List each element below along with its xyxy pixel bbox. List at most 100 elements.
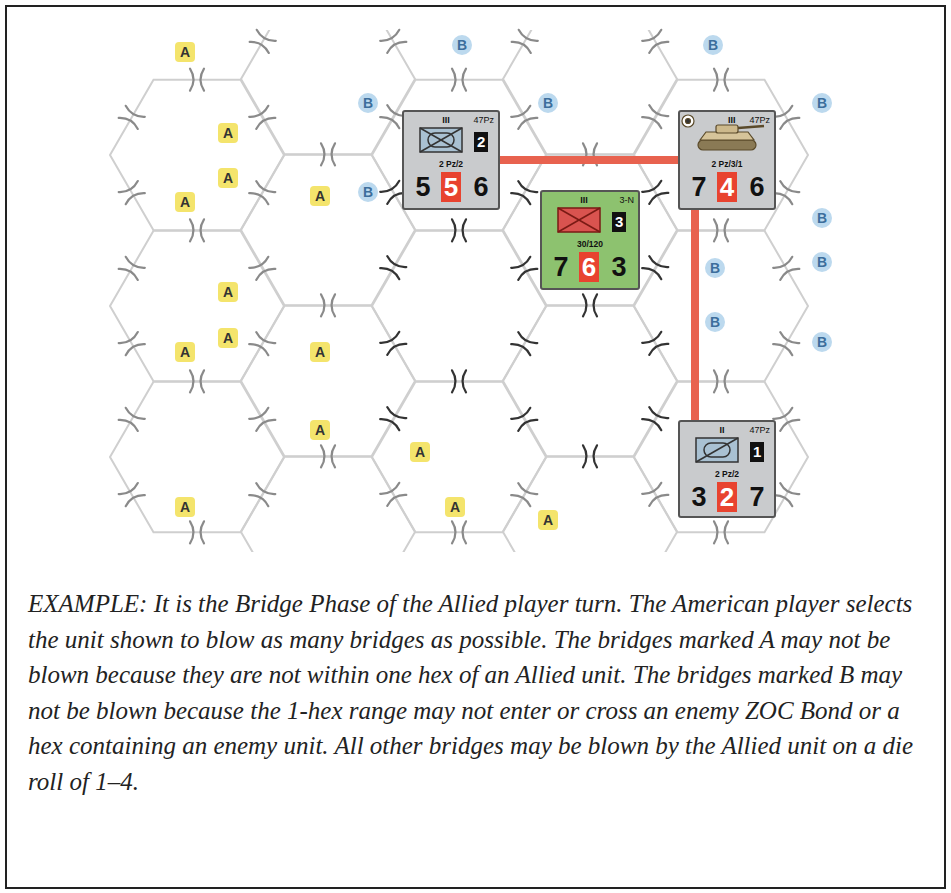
counter-num: 2 <box>474 132 488 152</box>
bridge-arc <box>714 521 718 543</box>
counter-size: III <box>426 115 466 125</box>
bridge-arc <box>773 344 792 355</box>
bridge-arc <box>321 445 325 467</box>
bridge-arc <box>773 408 792 419</box>
bridge-arc <box>249 193 268 204</box>
bridge-marker-a: A <box>310 420 330 440</box>
bridge-arc <box>201 370 205 392</box>
bridge-arc <box>201 69 205 91</box>
hex-outline <box>110 80 284 231</box>
bridge-marker-a: A <box>218 168 238 188</box>
bridge-marker-b: B <box>703 35 723 55</box>
hex-outline <box>634 231 808 382</box>
bridge-marker-a: A <box>410 442 430 462</box>
bridge-arc <box>249 106 268 117</box>
counter-id: 47Pz <box>473 115 494 125</box>
counter-factor: 6 <box>468 171 494 203</box>
bridge-arc <box>452 219 456 241</box>
bridge-arc <box>126 495 145 506</box>
bridge-arc <box>256 420 275 431</box>
bridge-arc <box>126 106 145 117</box>
bridge-arc <box>773 257 792 268</box>
counter-size: II <box>702 425 742 435</box>
hex-outline <box>372 80 546 231</box>
bridge-arc <box>725 521 729 543</box>
bridge-arc <box>190 69 194 91</box>
bridge-marker-b: B <box>812 252 832 272</box>
bridge-arc <box>773 193 792 204</box>
bridge-arc <box>642 181 661 192</box>
bridge-arc <box>714 370 718 392</box>
bridge-arc <box>511 408 530 419</box>
bridge-arc <box>256 118 275 129</box>
bridge-arc <box>119 420 138 431</box>
counter-sub: 2 Pz/3/1 <box>680 159 774 169</box>
bridge-arc <box>518 420 537 431</box>
bridge-arc <box>190 219 194 241</box>
bridge-marker-b: B <box>812 332 832 352</box>
bridge-arc <box>642 483 661 494</box>
counter-factor: 3 <box>606 251 632 283</box>
zoc-bond <box>500 156 678 164</box>
bridge-arc <box>126 408 145 419</box>
bridge-arc <box>511 193 530 204</box>
bridge-arc <box>649 105 668 116</box>
bridge-arc <box>463 219 467 241</box>
bridge-arc <box>249 495 268 506</box>
bridge-arc <box>518 181 537 192</box>
infantry-symbol <box>558 208 600 232</box>
counter-sub: 30/120 <box>542 239 638 249</box>
bridge-arc <box>126 344 145 355</box>
bridge-arc <box>256 269 275 280</box>
bridge-arc <box>773 495 792 506</box>
bridge-marker-a: A <box>175 42 195 62</box>
bridge-arc <box>780 332 799 343</box>
bridge-arc <box>387 495 406 506</box>
hex-outline <box>503 155 677 306</box>
bridge-arc <box>714 219 718 241</box>
bridge-arc <box>380 268 399 279</box>
bridge-arc <box>332 445 336 467</box>
bridge-arc <box>126 193 145 204</box>
bridge-arc <box>463 69 467 91</box>
bridge-marker-a: A <box>218 328 238 348</box>
bridge-arc <box>725 370 729 392</box>
bridge-arc <box>463 521 467 543</box>
bridge-arc <box>201 219 205 241</box>
bridge-marker-a: A <box>175 497 195 517</box>
bridge-arc <box>780 420 799 431</box>
bridge-arc <box>518 483 537 494</box>
bridge-arc <box>257 30 276 41</box>
counter-size: III <box>564 195 604 205</box>
bridge-marker-a: A <box>310 186 330 206</box>
bridge-arc <box>126 257 145 268</box>
counter-factor: 5 <box>441 172 461 202</box>
bridge-arc <box>119 269 138 280</box>
hex-outline <box>503 457 677 552</box>
bridge-arc <box>511 106 530 117</box>
recon-symbol <box>696 438 738 462</box>
bridge-arc <box>249 257 268 268</box>
bridge-arc <box>332 143 336 165</box>
bridge-marker-a: A <box>175 342 195 362</box>
bridge-arc <box>463 370 467 392</box>
bridge-arc <box>649 407 668 418</box>
bridge-marker-b: B <box>538 93 558 113</box>
bridge-arc <box>380 419 399 430</box>
bridge-arc <box>642 268 661 279</box>
counter-num: 1 <box>750 442 764 462</box>
bridge-arc <box>387 344 406 355</box>
bridge-arc <box>594 445 598 467</box>
bridge-arc <box>119 118 138 129</box>
bridge-marker-a: A <box>445 497 465 517</box>
counter-factor: 7 <box>548 251 574 283</box>
bridge-marker-b: B <box>452 35 472 55</box>
bridge-arc <box>512 42 531 53</box>
hex-outline <box>634 80 808 231</box>
bridge-arc <box>452 370 456 392</box>
hex-outline <box>241 457 415 552</box>
bridge-arc <box>387 42 406 53</box>
bridge-arc <box>725 69 729 91</box>
bridge-arc <box>250 42 269 53</box>
